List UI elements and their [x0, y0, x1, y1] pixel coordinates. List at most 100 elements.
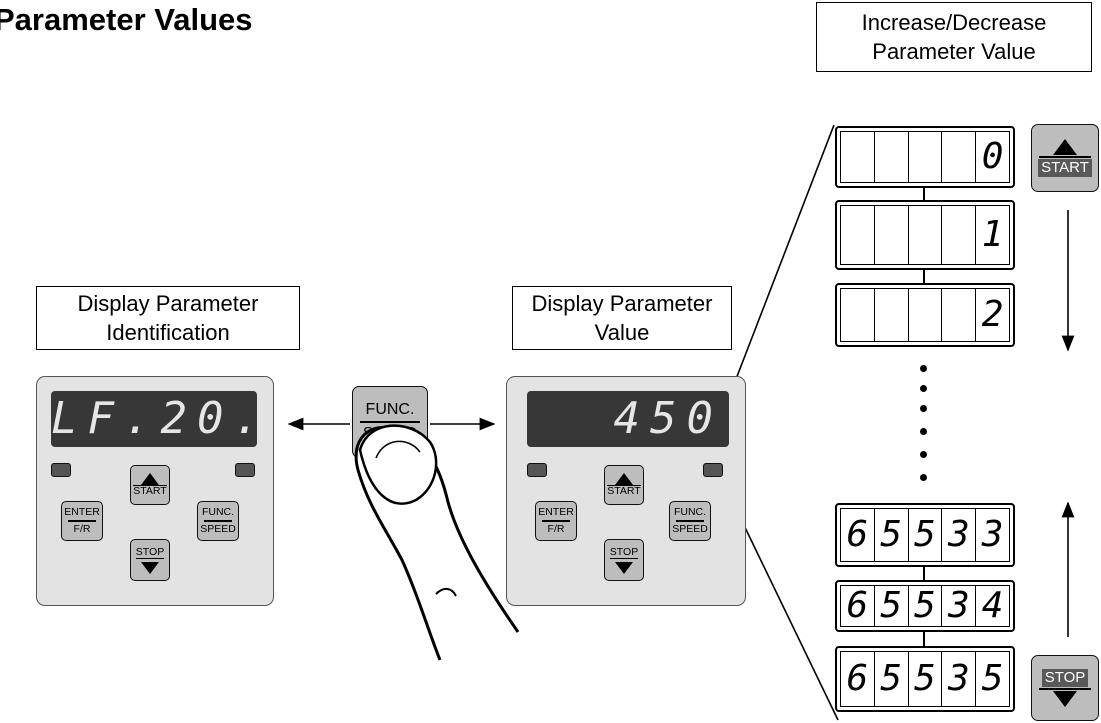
ellipsis-dot — [920, 365, 927, 372]
stop-key[interactable]: STOP — [604, 539, 644, 581]
key-divider — [204, 520, 232, 522]
key-label: STOP — [609, 545, 639, 559]
sequence-display-1: 0 — [835, 126, 1015, 188]
sequence-display-2: 1 — [835, 200, 1015, 270]
digit: 5 — [875, 586, 909, 626]
label-line-2: Value — [594, 320, 650, 345]
digit: 5 — [875, 652, 909, 706]
digit-row: 2 — [840, 288, 1010, 342]
digit: 0 — [981, 136, 1004, 177]
digit — [841, 289, 875, 341]
key-label-bottom: SPEED — [672, 522, 708, 535]
digit: 6 — [841, 586, 875, 626]
status-led-left — [51, 463, 71, 477]
digit — [875, 289, 909, 341]
digit: 5 — [909, 586, 943, 626]
lcd-display: 450 — [527, 391, 729, 447]
label-line-1: Display Parameter — [531, 291, 713, 316]
key-divider — [1038, 156, 1092, 158]
enter-fr-key[interactable]: ENTER F/R — [61, 501, 103, 541]
digit — [909, 289, 943, 341]
label-line-2: Identification — [106, 320, 230, 345]
digit: 5 — [909, 652, 943, 706]
up-arrow-icon — [1053, 139, 1077, 155]
key-label-top: FUNC. — [365, 401, 415, 418]
digit-row: 6 5 5 3 4 — [840, 585, 1010, 627]
ellipsis-dot — [920, 405, 927, 412]
key-label: STOP — [135, 545, 165, 559]
func-speed-key[interactable]: FUNC. SPEED — [669, 501, 711, 541]
start-key[interactable]: START — [130, 465, 170, 505]
digit-row: 0 — [840, 131, 1010, 183]
start-key-large[interactable]: START — [1031, 124, 1099, 192]
key-label-bottom: F/R — [547, 522, 565, 535]
up-arrow-icon — [141, 473, 159, 485]
stop-key-large[interactable]: STOP — [1031, 655, 1099, 721]
func-speed-key[interactable]: FUNC. SPEED — [197, 501, 239, 541]
digit: 3 — [981, 514, 1004, 555]
sequence-display-4: 6 5 5 3 3 — [835, 503, 1015, 567]
key-divider — [68, 520, 96, 522]
digit: 5 — [875, 509, 909, 561]
down-arrow-icon — [615, 561, 633, 574]
digit — [909, 206, 943, 264]
start-key[interactable]: START — [604, 465, 644, 505]
status-led-right — [703, 463, 723, 477]
zoom-line-top — [725, 124, 835, 406]
digit: 5 — [981, 658, 1004, 699]
digit: 1 — [981, 214, 1004, 255]
key-divider — [676, 520, 704, 522]
digit: 3 — [942, 586, 977, 626]
digit-row: 6 5 5 3 5 — [840, 651, 1010, 707]
label-line-1: Display Parameter — [77, 291, 259, 316]
key-label-top: FUNC. — [201, 506, 235, 519]
digit: 3 — [942, 509, 977, 561]
label-increase-decrease: Increase/Decrease Parameter Value — [816, 2, 1092, 72]
ellipsis-dot — [920, 428, 927, 435]
key-label: START — [133, 485, 167, 497]
finger-icon — [354, 424, 520, 661]
key-label-top: ENTER — [64, 506, 100, 519]
ellipsis-dot — [920, 385, 927, 392]
key-divider — [1038, 688, 1092, 690]
ellipsis-dot — [920, 451, 927, 458]
digit: 6 — [841, 652, 875, 706]
status-led-right — [235, 463, 255, 477]
digit — [942, 132, 977, 182]
digit: 2 — [981, 294, 1004, 335]
sequence-display-3: 2 — [835, 283, 1015, 347]
key-label-bottom: F/R — [73, 522, 91, 535]
digit-row: 1 — [840, 205, 1010, 265]
digit — [841, 132, 875, 182]
key-label-top: ENTER — [538, 506, 574, 519]
digit-row: 6 5 5 3 3 — [840, 508, 1010, 562]
key-divider — [360, 421, 420, 423]
keypad-panel-left: LF.20. START ENTER F/R FUNC. SPEED STOP — [36, 376, 274, 606]
down-arrow-icon — [141, 561, 159, 574]
key-label: START — [607, 485, 641, 497]
digit — [841, 206, 875, 264]
digit: 5 — [909, 509, 943, 561]
digit: 4 — [981, 585, 1004, 626]
key-divider — [542, 520, 570, 522]
page-title: Parameter Values — [0, 2, 253, 37]
key-label-bottom: SPEED — [200, 522, 236, 535]
label-display-value: Display Parameter Value — [512, 286, 732, 350]
digit — [875, 132, 909, 182]
key-label-top: FUNC. — [673, 506, 707, 519]
stop-key[interactable]: STOP — [130, 539, 170, 581]
sequence-display-5: 6 5 5 3 4 — [835, 580, 1015, 632]
sequence-display-6: 6 5 5 3 5 — [835, 646, 1015, 712]
digit — [909, 132, 943, 182]
key-label: STOP — [1041, 669, 1089, 687]
enter-fr-key[interactable]: ENTER F/R — [535, 501, 577, 541]
keypad-panel-right: 450 START ENTER F/R FUNC. SPEED STOP — [506, 376, 746, 606]
up-arrow-icon — [615, 473, 633, 485]
digit: 3 — [942, 652, 977, 706]
ellipsis-dot — [920, 474, 927, 481]
lcd-display: LF.20. — [51, 391, 257, 447]
status-led-left — [527, 463, 547, 477]
digit — [942, 206, 977, 264]
down-arrow-icon — [1053, 691, 1077, 707]
label-display-identification: Display Parameter Identification — [36, 286, 300, 350]
